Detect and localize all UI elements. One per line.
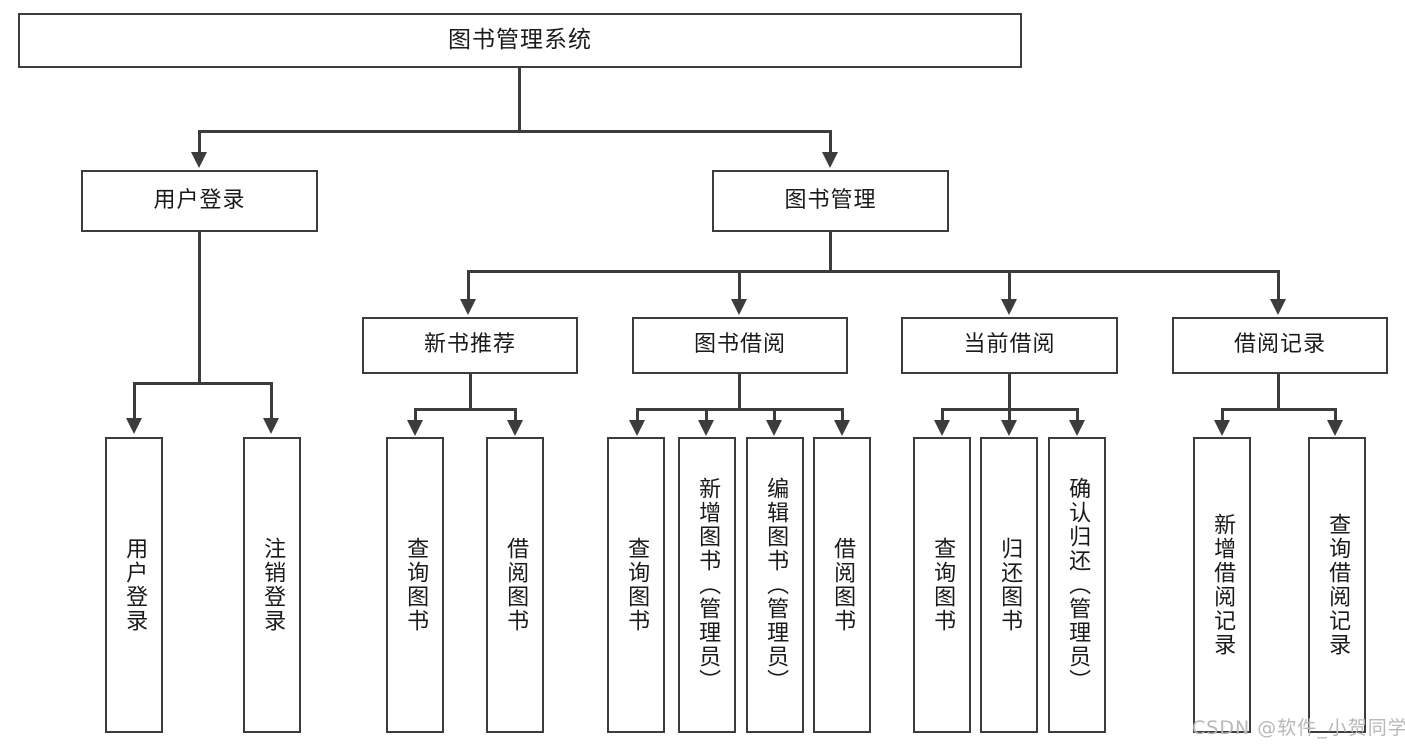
connector-root-to-user-login [198,130,201,152]
leaf-user-login-logout[interactable]: 注销登录 [243,437,301,733]
connector-bm-to-new-book [467,270,470,299]
leaf-borrow-record-query-record[interactable]: 查询借阅记录 [1308,437,1366,733]
arrowhead-bm-to-current-borrow [1001,299,1017,315]
leaf-label: 查询图书 [624,537,650,633]
arrowhead-current-borrow-leaf-2 [1001,420,1017,436]
leaf-label: 查询图书 [403,537,429,633]
connector-borrow-record-stem [1277,374,1280,408]
node-book-borrow[interactable]: 图书借阅 [632,317,848,374]
leaf-book-borrow-edit-book-admin[interactable]: 编辑图书（管理员） [746,437,804,733]
leaf-book-borrow-borrow-book[interactable]: 借阅图书 [813,437,871,733]
leaf-current-borrow-return-book[interactable]: 归还图书 [980,437,1038,733]
node-user-login[interactable]: 用户登录 [81,170,318,232]
connector-current-borrow-drop-1 [941,408,944,420]
arrowhead-user-login-leaf-1 [126,418,142,434]
connector-book-management-stem [829,232,832,270]
connector-user-login-drop-2 [270,382,273,418]
node-new-book-recommend[interactable]: 新书推荐 [362,317,578,374]
connector-bm-to-book-borrow [738,270,741,299]
connector-book-borrow-drop-2 [705,408,708,420]
node-label: 图书管理系统 [448,26,592,53]
leaf-new-book-query-book[interactable]: 查询图书 [386,437,444,733]
leaf-label: 新增借阅记录 [1210,513,1236,657]
node-current-borrow[interactable]: 当前借阅 [901,317,1118,374]
arrowhead-root-to-user-login [191,152,207,168]
node-label: 图书借阅 [693,332,786,358]
arrowhead-bm-to-borrow-record [1270,299,1286,315]
connector-book-borrow-bus [636,408,844,411]
connector-user-login-bus [133,382,270,385]
arrowhead-new-book-leaf-2 [507,420,523,436]
arrowhead-borrow-record-leaf-1 [1214,420,1230,436]
arrowhead-current-borrow-leaf-3 [1069,420,1085,436]
connector-borrow-record-drop-2 [1334,408,1337,420]
connector-root-stem [518,68,521,130]
arrowhead-bm-to-new-book [460,299,476,315]
arrowhead-book-borrow-leaf-1 [629,420,645,436]
leaf-new-book-borrow-book[interactable]: 借阅图书 [486,437,544,733]
connector-bm-to-current-borrow [1008,270,1011,299]
connector-book-borrow-drop-4 [841,408,844,420]
node-label: 当前借阅 [963,332,1056,358]
leaf-book-borrow-query-book[interactable]: 查询图书 [607,437,665,733]
arrowhead-book-borrow-leaf-3 [766,420,782,436]
leaf-label: 查询借阅记录 [1325,513,1351,657]
connector-book-borrow-stem [738,374,741,408]
node-root-book-management-system[interactable]: 图书管理系统 [18,13,1022,68]
connector-new-book-drop-2 [514,408,517,420]
connector-book-borrow-drop-1 [636,408,639,420]
arrowhead-user-login-leaf-2 [263,418,279,434]
connector-book-borrow-drop-3 [773,408,776,420]
leaf-label: 借阅图书 [830,537,856,633]
node-book-management[interactable]: 图书管理 [712,170,949,232]
arrowhead-book-borrow-leaf-4 [834,420,850,436]
arrowhead-current-borrow-leaf-1 [934,420,950,436]
node-label: 用户登录 [153,187,246,213]
connector-user-login-stem [198,232,201,382]
connector-borrow-record-drop-1 [1221,408,1224,420]
csdn-watermark: CSDN @软件_小贺同学 [1192,713,1405,740]
connector-new-book-stem [469,374,472,408]
arrowhead-root-to-book-management [822,152,838,168]
arrowhead-book-borrow-leaf-2 [698,420,714,436]
leaf-label: 新增图书（管理员） [695,477,721,693]
connector-new-book-drop-1 [414,408,417,420]
connector-root-to-book-management [829,130,832,152]
arrowhead-borrow-record-leaf-2 [1327,420,1343,436]
leaf-label: 用户登录 [122,537,148,633]
connector-new-book-bus [414,408,517,411]
connector-bm-to-borrow-record [1277,270,1280,299]
leaf-label: 归还图书 [997,537,1023,633]
leaf-label: 确认归还（管理员） [1065,477,1091,693]
leaf-label: 注销登录 [260,537,286,633]
leaf-current-borrow-confirm-return-admin[interactable]: 确认归还（管理员） [1048,437,1106,733]
leaf-user-login-login[interactable]: 用户登录 [105,437,163,733]
connector-user-login-drop-1 [133,382,136,418]
connector-current-borrow-stem [1008,374,1011,408]
leaf-label: 借阅图书 [503,537,529,633]
connector-current-borrow-drop-3 [1076,408,1079,420]
leaf-borrow-record-add-record[interactable]: 新增借阅记录 [1193,437,1251,733]
watermark-text: CSDN @软件_小贺同学 [1192,717,1405,739]
arrowhead-bm-to-book-borrow [731,299,747,315]
arrowhead-new-book-leaf-1 [407,420,423,436]
leaf-label: 编辑图书（管理员） [763,477,789,693]
node-label: 图书管理 [784,187,877,213]
connector-borrow-record-bus [1221,408,1337,411]
node-borrow-record[interactable]: 借阅记录 [1172,317,1388,374]
leaf-current-borrow-query-book[interactable]: 查询图书 [913,437,971,733]
leaf-label: 查询图书 [930,537,956,633]
leaf-book-borrow-add-book-admin[interactable]: 新增图书（管理员） [678,437,736,733]
connector-book-management-bus [467,270,1280,273]
node-label: 借阅记录 [1233,332,1326,358]
node-label: 新书推荐 [423,332,516,358]
connector-root-bus [198,130,832,133]
connector-current-borrow-drop-2 [1008,408,1011,420]
